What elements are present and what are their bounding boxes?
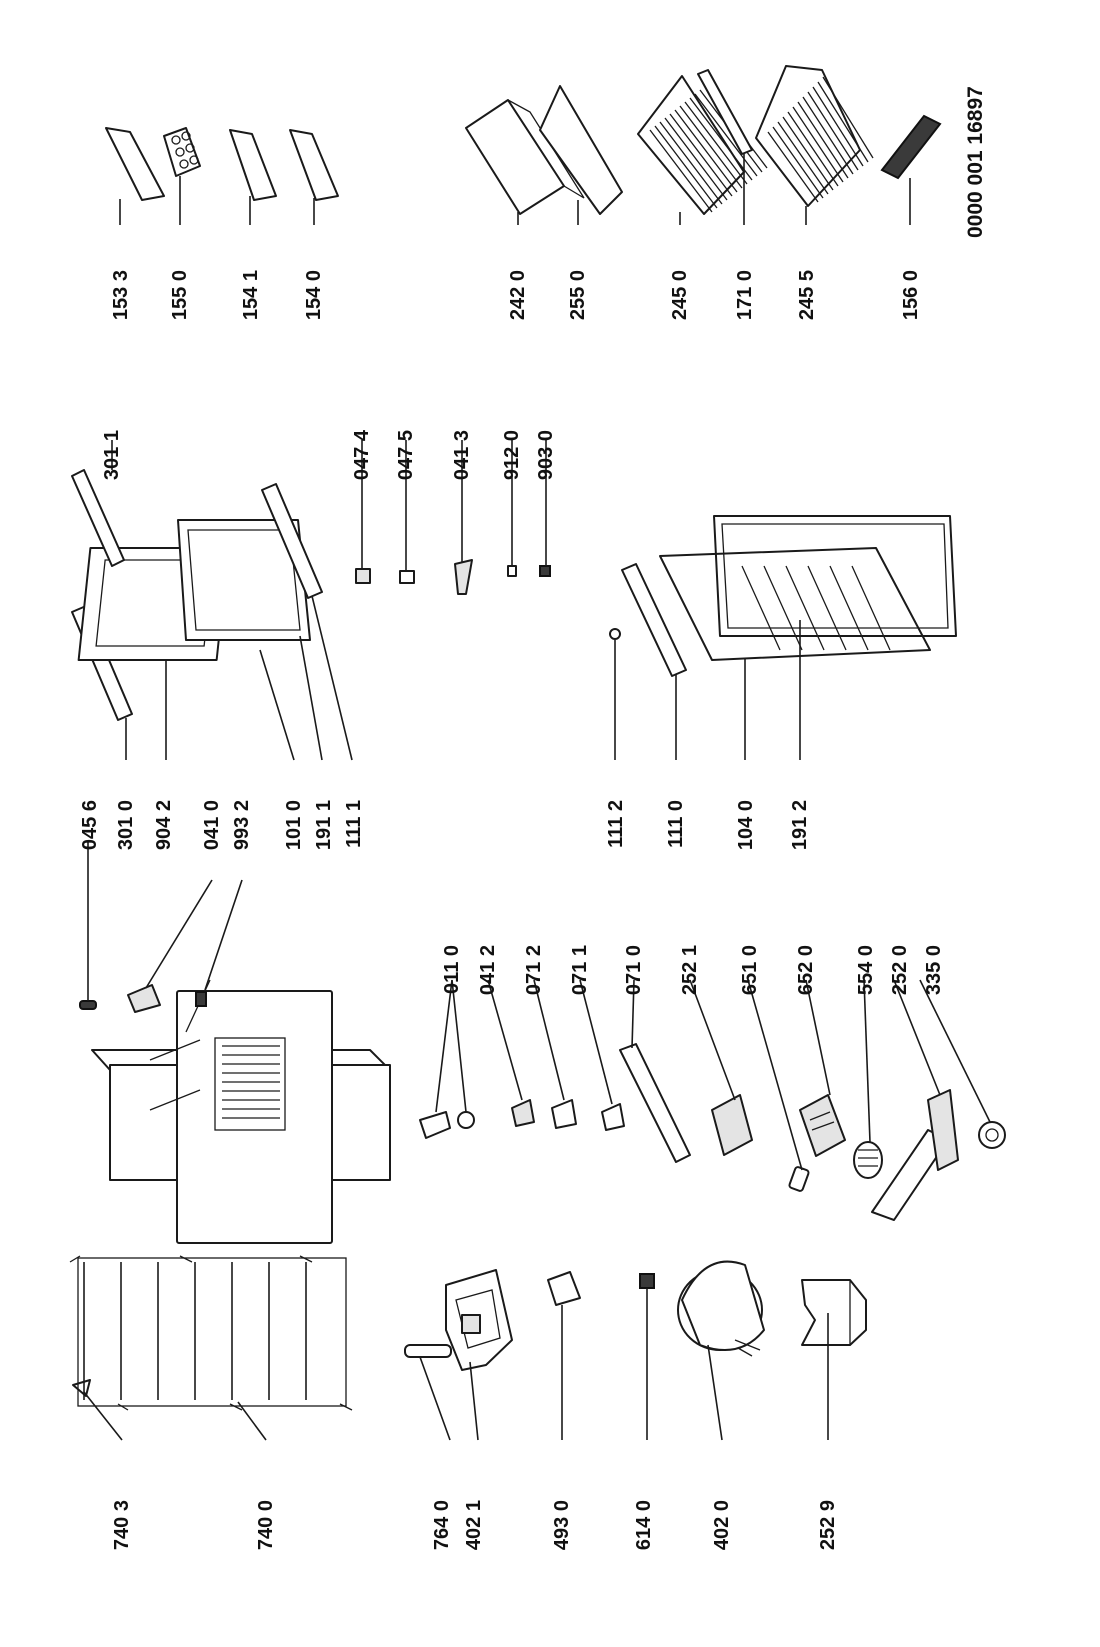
part-number-label: 153 3 [110, 270, 132, 320]
part-number-label: 156 0 [900, 270, 922, 320]
part-number-label: 740 3 [111, 1500, 133, 1550]
part-number-label: 171 0 [734, 270, 756, 320]
part-number-label: 245 5 [796, 270, 818, 320]
part-912-0 [507, 440, 517, 577]
part-number-label: 993 2 [231, 800, 253, 850]
part-number-label: 104 0 [735, 800, 757, 850]
part-041-2 [487, 979, 535, 1127]
part-155-0-egg-tray [163, 127, 201, 225]
part-764-0-drier [404, 1344, 452, 1441]
part-153-3-shelf [105, 127, 165, 225]
part-number-label: 071 0 [623, 945, 645, 995]
part-071-0-bar [619, 979, 691, 1163]
part-045-6-pin [79, 840, 97, 1010]
part-245-5-wire-shelf [755, 65, 874, 225]
part-number-label: 071 2 [523, 945, 545, 995]
part-number-label: 740 0 [255, 1500, 277, 1550]
part-111-2 [609, 628, 621, 760]
part-number-label: 041 0 [201, 800, 223, 850]
part-number-label: 191 2 [789, 800, 811, 850]
part-740-0-condenser [69, 1255, 353, 1441]
part-740-3-clip [72, 1379, 123, 1441]
part-number-label: 041 3 [451, 430, 473, 480]
part-903-0 [539, 440, 551, 577]
part-191-1-gasket [177, 519, 323, 761]
part-number-label: 335 0 [923, 945, 945, 995]
part-104-0-door [659, 547, 931, 760]
part-number-label: 903 0 [535, 430, 557, 480]
part-number-label: 554 0 [855, 945, 877, 995]
part-number-label: 154 1 [240, 270, 262, 320]
part-011-0-hinge [419, 979, 475, 1139]
part-number-label: 651 0 [739, 945, 761, 995]
part-154-0-shelf [289, 129, 339, 225]
part-number-label: 011 0 [441, 945, 463, 994]
part-171-0-strip [697, 69, 753, 225]
part-number-label: 252 1 [679, 945, 701, 995]
part-614-0 [639, 1273, 655, 1440]
part-252-1 [689, 979, 753, 1156]
part-335-0-knob [919, 979, 1006, 1149]
part-554-0-coil [853, 979, 883, 1179]
part-number-label: 191 1 [313, 800, 335, 850]
part-number-label: 111 1 [343, 800, 365, 848]
part-number-label: 252 9 [817, 1500, 839, 1550]
part-number-label: 912 0 [501, 430, 523, 480]
part-number-label: 652 0 [795, 945, 817, 995]
part-041-0-bracket [127, 879, 213, 1013]
part-402-1-tray [445, 1269, 513, 1441]
part-111-0-handle [621, 563, 687, 760]
part-number-label: 041 2 [477, 945, 499, 995]
part-number-label: 155 0 [169, 270, 191, 320]
part-047-5 [399, 440, 415, 584]
part-number-label: 047 4 [351, 429, 373, 480]
part-number-label: 045 6 [79, 800, 101, 850]
document-reference: 0000 001 16897 [964, 86, 987, 238]
part-number-label: 101 0 [283, 800, 305, 850]
part-191-2-gasket [713, 515, 957, 760]
part-154-1-shelf [229, 129, 277, 225]
part-071-2 [533, 979, 577, 1129]
part-255-0-glass-shelf [539, 85, 623, 225]
cabinet [91, 990, 391, 1244]
part-041-3 [454, 440, 473, 595]
part-number-label: 764 0 [431, 1500, 453, 1550]
part-number-label: 242 0 [507, 270, 529, 320]
part-252-9-relay [801, 1279, 867, 1440]
part-301-1-strip [71, 440, 125, 567]
part-number-label: 402 0 [711, 1500, 733, 1550]
part-number-label: 047 5 [395, 430, 417, 480]
part-number-label: 402 1 [463, 1500, 485, 1550]
part-number-label: 245 0 [669, 270, 691, 320]
part-993-2-sensor [185, 879, 243, 1033]
part-number-label: 301 0 [115, 800, 137, 850]
part-number-label: 154 0 [303, 270, 325, 320]
part-493-0-clip [547, 1271, 581, 1440]
part-number-label: 255 0 [567, 270, 589, 320]
part-number-label: 904 2 [153, 800, 175, 850]
part-number-label: 111 0 [665, 800, 687, 848]
part-652-0-board [799, 979, 846, 1157]
part-047-4 [355, 440, 371, 584]
part-number-label: 614 0 [633, 1500, 655, 1550]
part-651-0 [747, 979, 810, 1192]
part-111-1-handle [261, 483, 353, 761]
part-number-label: 252 0 [889, 945, 911, 995]
part-071-1 [579, 979, 625, 1131]
part-number-label: 071 1 [569, 945, 591, 995]
part-number-label: 111 2 [605, 800, 627, 848]
part-252-0-tray [871, 979, 959, 1221]
part-156-0-ice-tray [880, 114, 942, 225]
part-number-label: 493 0 [551, 1500, 573, 1550]
part-402-0-compressor [677, 1260, 765, 1441]
part-number-label: 301 1 [101, 430, 123, 480]
